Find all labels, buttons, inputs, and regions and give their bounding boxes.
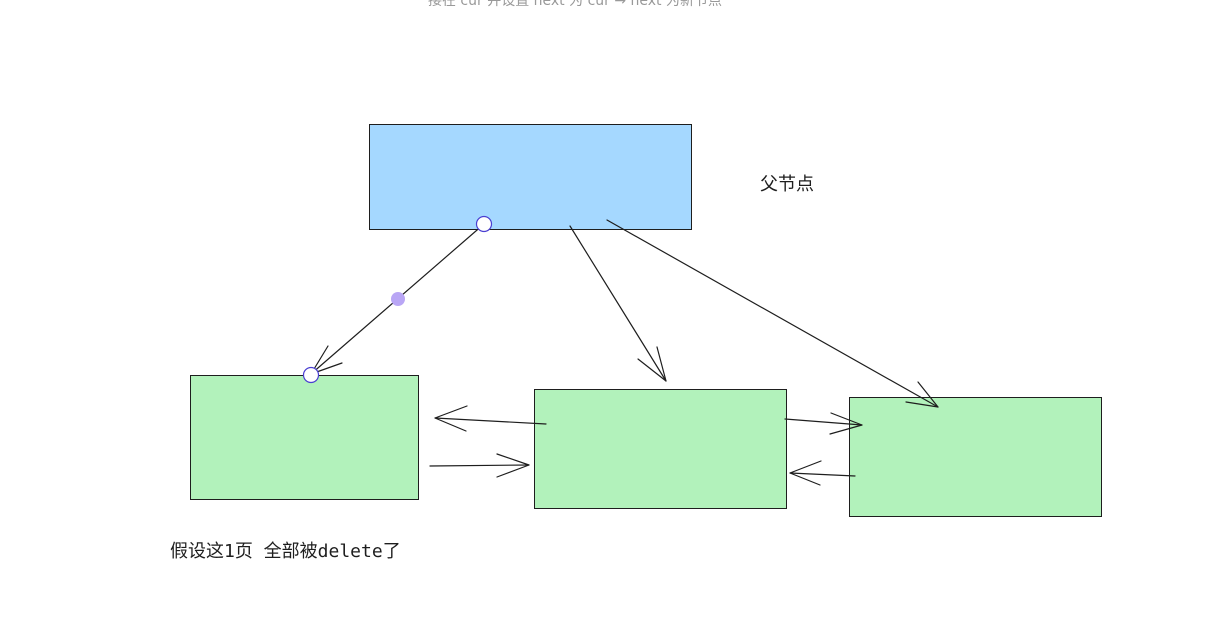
arrow-parent-to-middle-child[interactable] — [569, 225, 667, 382]
child-node-right-box[interactable] — [849, 397, 1102, 517]
deleted-page-note: 假设这1页 全部被delete了 — [170, 541, 401, 562]
arrow-middle-to-left-prev[interactable] — [434, 405, 547, 432]
arrow-middle-to-right-next[interactable] — [784, 412, 863, 435]
child-node-middle-box[interactable] — [534, 389, 787, 509]
parent-node-box[interactable] — [369, 124, 692, 230]
top-caption: 接在 cur 并设置 next 为 cur → next 为新节点 — [427, 0, 722, 9]
arrow-start-handle[interactable] — [475, 215, 493, 233]
arrow-end-handle[interactable] — [302, 366, 320, 384]
child-node-left-box[interactable] — [190, 375, 419, 500]
arrow-left-to-middle-next[interactable] — [429, 453, 530, 478]
arrow-right-to-middle-prev[interactable] — [789, 460, 856, 486]
parent-node-label: 父节点 — [760, 174, 814, 195]
arrow-midpoint-handle[interactable] — [391, 292, 405, 306]
arrow-parent-to-right-child[interactable] — [606, 219, 939, 408]
